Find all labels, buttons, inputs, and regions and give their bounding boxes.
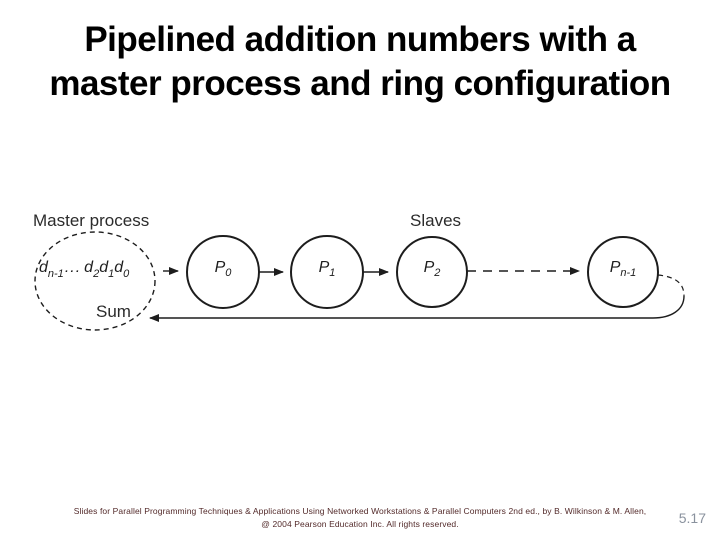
slide-title-line1: Pipelined addition numbers with a	[84, 20, 636, 59]
ring-return-line-to-sum	[149, 295, 685, 322]
node-label-p2: P2	[423, 259, 441, 279]
process-node-pn1	[587, 236, 659, 308]
node-label-p0: P0	[214, 259, 232, 279]
slide-title: Pipelined addition numbers with a master…	[0, 18, 720, 106]
slide-page-number: 5.17	[678, 510, 706, 526]
node-label-p1: P1	[318, 259, 336, 279]
master-process-label: Master process	[33, 211, 150, 230]
footer-credit-line2: @ 2004 Pearson Education Inc. All rights…	[261, 519, 459, 529]
ring-return-arc-dashed	[657, 274, 685, 297]
input-digit: d0	[114, 259, 130, 280]
input-digit: d1	[99, 259, 115, 280]
footer-credit-line1: Slides for Parallel Programming Techniqu…	[73, 506, 647, 516]
node-label-pn1: Pn-1	[609, 259, 637, 279]
process-node-p2	[396, 236, 468, 308]
ellipsis: ...	[64, 259, 82, 276]
slide-title-line2: master process and ring configuration	[49, 64, 671, 103]
input-digit: dn-1	[39, 259, 64, 280]
input-sequence-label: dn-1...d2d1d0	[39, 259, 129, 280]
master-process-ellipse	[34, 231, 156, 331]
sum-label: Sum	[96, 302, 131, 321]
slaves-label: Slaves	[410, 211, 462, 230]
input-digit: d2	[84, 259, 100, 280]
